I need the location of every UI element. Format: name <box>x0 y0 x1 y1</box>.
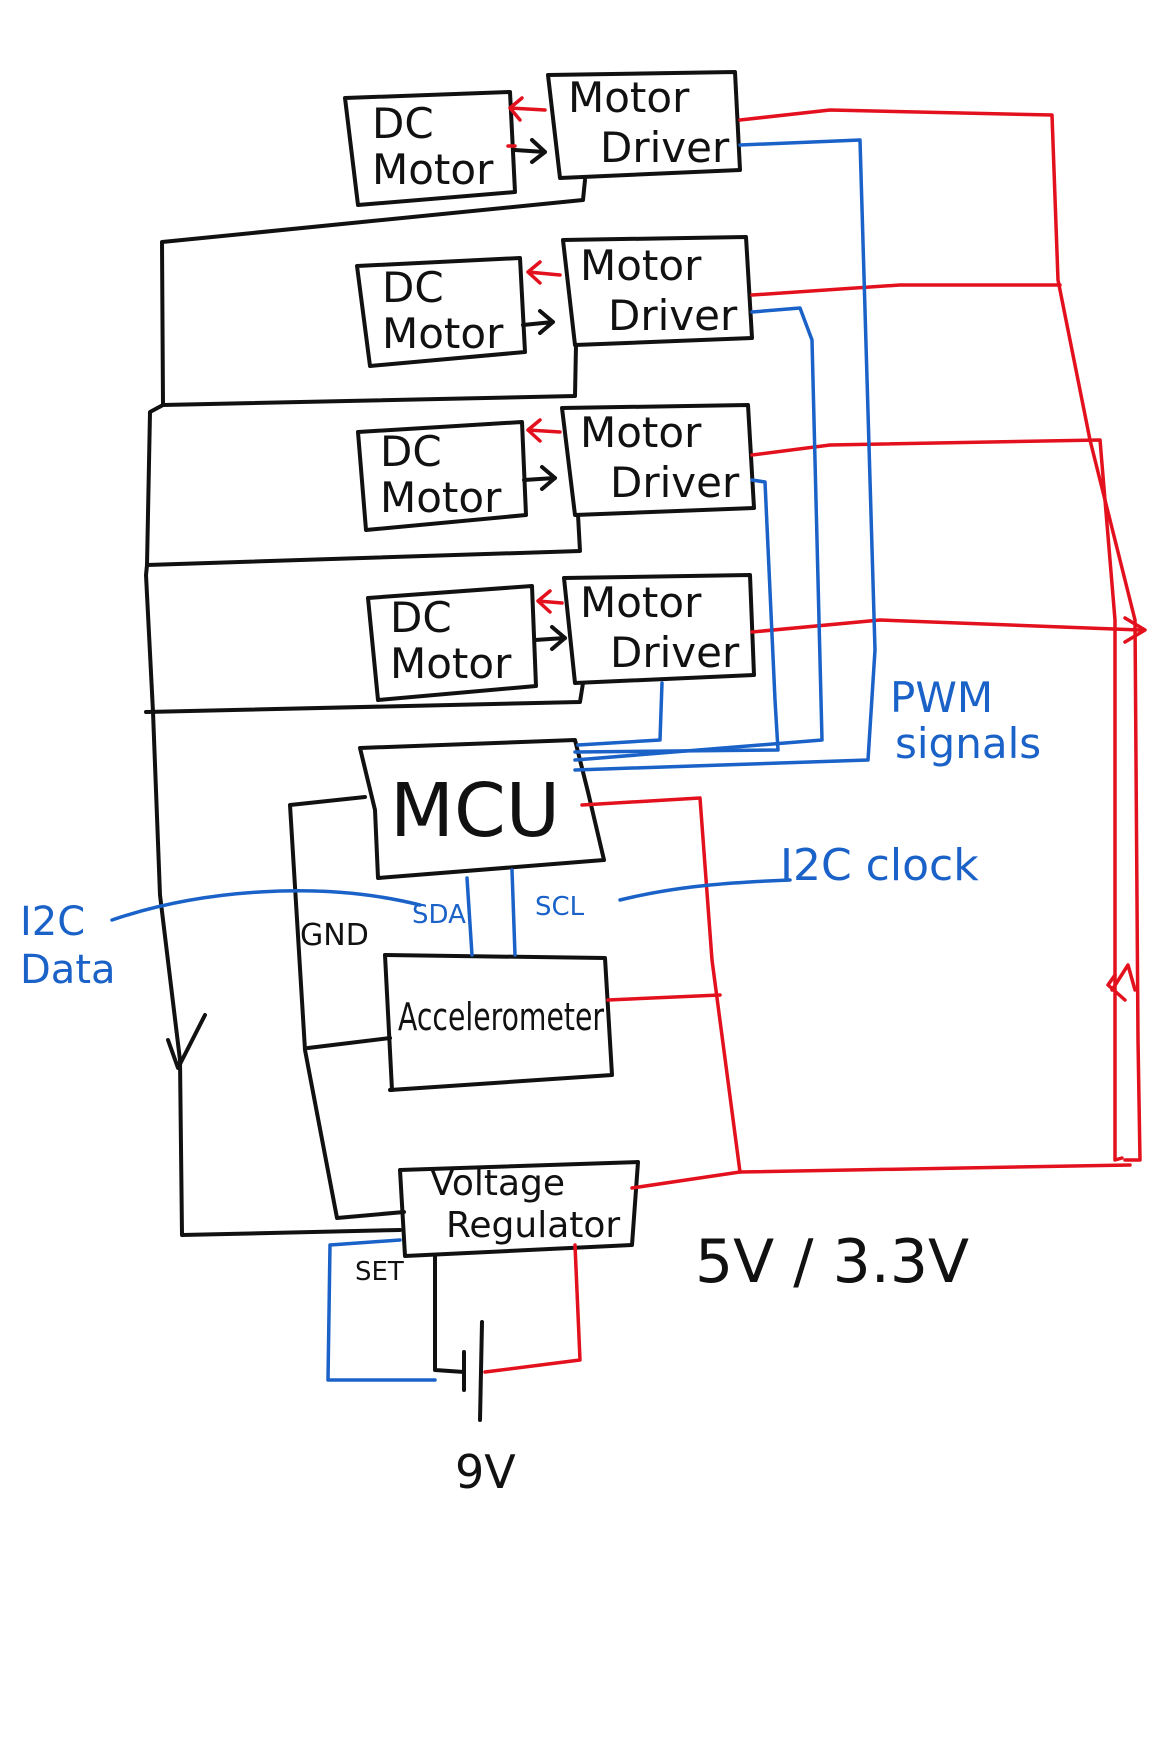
dc-motor-4-box <box>366 584 538 702</box>
motor-driver-1-label-line2: Driver <box>600 123 730 172</box>
battery-long-plate <box>478 1320 484 1422</box>
dc-motor-3-label-line2: Motor <box>380 473 502 522</box>
block-outlines <box>144 70 756 1422</box>
power-wires <box>483 96 1147 1374</box>
dc-motor-2-box <box>355 256 527 368</box>
set-label: SET <box>355 1257 404 1287</box>
ground-wire-tier3 <box>145 513 582 567</box>
power-regulator-output <box>630 1163 1132 1190</box>
power-to-driver-2 <box>750 283 1062 297</box>
i2c-clock-leader <box>618 878 792 902</box>
power-to-driver-3 <box>750 438 1124 1162</box>
dc-motor-1-label-line2: Motor <box>372 145 494 194</box>
motor-driver-3-label-line2: Driver <box>610 458 740 507</box>
signal-wires <box>110 138 877 1382</box>
i2c-data-leader <box>110 889 422 922</box>
motor-4-return-arrow <box>533 625 567 651</box>
power-to-mcu <box>580 796 742 1174</box>
mcu-label: MCU <box>390 768 560 854</box>
sda-wire <box>465 876 474 957</box>
ground-arrow <box>166 1013 207 1070</box>
pwm-wire-driver-1 <box>573 138 877 772</box>
motor-3-return-arrow <box>522 465 557 491</box>
dc-motor-3-label-line1: DC <box>380 427 442 476</box>
motor-driver-2-box <box>561 235 754 347</box>
i2c-clock-label: I2C clock <box>780 840 979 891</box>
ground-wire-tier4 <box>144 681 585 714</box>
pwm-signals-label-line1: PWM <box>890 673 993 722</box>
battery-wire-neg <box>433 1254 466 1374</box>
motor-driver-2-label-line1: Motor <box>580 241 702 290</box>
motor-driver-2-label-line2: Driver <box>608 291 738 340</box>
motor-driver-1-box <box>546 70 742 180</box>
motor-driver-4-label-line1: Motor <box>580 578 702 627</box>
battery-voltage-label: 9V <box>455 1445 516 1499</box>
voltage-regulator-label-line1: Voltage <box>430 1163 565 1204</box>
motor-driver-4-box <box>562 573 756 685</box>
gnd-bus <box>288 795 406 1220</box>
sda-label: SDA <box>412 900 466 930</box>
accelerometer-box <box>383 953 614 1092</box>
output-voltage-label: 5V / 3.3V <box>695 1227 969 1297</box>
motor-4-drive-arrow <box>536 589 564 614</box>
gnd-label: GND <box>300 918 369 953</box>
mcu-box <box>358 738 606 880</box>
i2c-data-label-line1: I2C <box>20 899 85 945</box>
pwm-signals-label-line2: signals <box>895 719 1041 768</box>
power-rail-return <box>1106 963 1137 1002</box>
motor-1-return-arrow <box>513 138 547 164</box>
dc-motor-4-label-line1: DC <box>390 593 452 642</box>
gnd-to-accelerometer <box>306 1036 392 1050</box>
dc-motor-1-box <box>343 90 517 207</box>
dc-motor-1-label-line1: DC <box>372 99 434 148</box>
power-to-driver-4 <box>750 618 1142 634</box>
dc-motor-2-label-line2: Motor <box>382 309 504 358</box>
i2c-data-label-line2: Data <box>20 947 116 993</box>
pwm-wire-driver-2 <box>573 306 824 762</box>
voltage-regulator-box <box>398 1160 640 1258</box>
motor-driver-1-label-line1: Motor <box>568 73 690 122</box>
motor-driver-3-box <box>560 403 756 517</box>
motor-1-drive-arrow <box>508 96 547 122</box>
motor-2-drive-arrow <box>526 260 562 285</box>
power-battery-pos <box>483 1243 582 1374</box>
motor-driver-3-label-line1: Motor <box>580 408 702 457</box>
power-to-accelerometer <box>606 993 722 1002</box>
power-rail-main <box>738 108 1142 1162</box>
motor-3-drive-arrow <box>526 418 562 443</box>
scl-label: SCL <box>535 892 585 922</box>
accelerometer-box-left <box>383 953 394 1092</box>
motor-2-return-arrow <box>521 309 555 335</box>
ground-wire-outer <box>144 178 587 1237</box>
dc-motor-2-label-line1: DC <box>382 263 444 312</box>
motor-driver-4-label-line2: Driver <box>610 628 740 677</box>
voltage-regulator-label-line2: Regulator <box>446 1205 620 1246</box>
dc-motor-4-label-line2: Motor <box>390 639 512 688</box>
pwm-wire-driver-3 <box>573 478 780 754</box>
pwm-wire-driver-4 <box>576 681 664 747</box>
dc-motor-3-box <box>356 420 528 532</box>
ground-wire-tier2 <box>161 343 578 407</box>
accelerometer-label: Accelerometer <box>398 995 604 1039</box>
power-arrow-right <box>1123 616 1147 644</box>
scl-wire <box>510 868 517 957</box>
set-wire <box>326 1238 437 1382</box>
